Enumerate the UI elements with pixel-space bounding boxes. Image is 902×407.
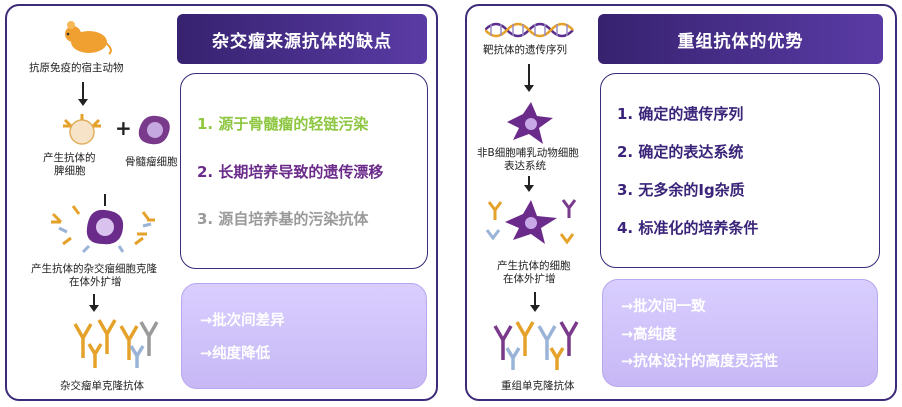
advantage-item-3: 3. 无多余的Ig杂质 xyxy=(617,181,745,199)
hybridoma-title: 杂交瘤来源抗体的缺点 xyxy=(177,14,427,64)
drawback-item-2: 2. 长期培养导致的遗传漂移 xyxy=(197,162,384,181)
gene-sequence-caption: 靶抗体的遗传序列 xyxy=(483,44,567,56)
hybridoma-consequences: →批次间差异 →纯度降低 xyxy=(181,283,427,389)
expression-caption-1: 非B细胞哺乳动物细胞 xyxy=(477,147,579,159)
arrow-down xyxy=(89,294,99,312)
hybridoma-drawbacks-list: 1. 源于骨髓瘤的轻链污染 2. 长期培养导致的遗传漂移 3. 源自培养基的污染… xyxy=(180,73,428,269)
advantage-item-2: 2. 确定的表达系统 xyxy=(617,143,744,161)
hybridoma-panel: 杂交瘤来源抗体的缺点 抗原免疫的宿主动物 + 产生抗体的 脾细胞 骨髓瘤细胞 产… xyxy=(5,4,438,401)
plus-sign: + xyxy=(115,116,132,140)
antibody-producing-cell-icon xyxy=(485,199,577,245)
arrow-down xyxy=(78,82,88,106)
arrow-down xyxy=(524,176,534,192)
recombinant-advantages-list: 1. 确定的遗传序列 2. 确定的表达系统 3. 无多余的Ig杂质 4. 标准化… xyxy=(600,73,880,268)
recombinant-benefits: →批次间一致 →高纯度 →抗体设计的高度灵活性 xyxy=(602,279,878,387)
consequence-item-1: →批次间差异 xyxy=(200,313,285,330)
arrow-down xyxy=(524,64,534,92)
hybridoma-caption-1: 产生抗体的杂交瘤细胞克隆 xyxy=(31,263,157,275)
recombinant-title: 重组抗体的优势 xyxy=(598,14,883,64)
mouse-icon xyxy=(65,21,112,55)
consequence-item-2: →纯度降低 xyxy=(200,345,271,362)
expression-caption-2: 表达系统 xyxy=(504,160,546,172)
hybridoma-cell-icon xyxy=(51,194,155,254)
drawback-item-3: 3. 源自培养基的污染抗体 xyxy=(197,210,369,229)
advantage-item-1: 1. 确定的遗传序列 xyxy=(617,105,744,123)
host-animal-caption: 抗原免疫的宿主动物 xyxy=(29,62,124,74)
recombinant-panel: 重组抗体的优势 靶抗体的遗传序列 非B细胞哺乳动物细胞 表达系统 产生抗体的细胞… xyxy=(465,4,897,401)
hybridoma-mab-caption: 杂交瘤单克隆抗体 xyxy=(60,380,144,392)
recombinant-mab-caption: 重组单克隆抗体 xyxy=(501,380,575,392)
hybridoma-antibodies-icon xyxy=(73,319,159,368)
spleen-cell-caption-1: 产生抗体的 xyxy=(43,152,96,164)
myeloma-caption: 骨髓瘤细胞 xyxy=(125,156,178,168)
cell-caption-1: 产生抗体的细胞 xyxy=(497,260,571,272)
spleen-cell-caption-2: 脾细胞 xyxy=(54,165,86,177)
recombinant-antibodies-icon xyxy=(493,321,579,370)
dna-icon xyxy=(485,22,574,38)
benefit-item-2: →高纯度 xyxy=(621,326,677,343)
drawback-item-1: 1. 源于骨髓瘤的轻链污染 xyxy=(197,114,369,133)
advantage-item-4: 4. 标准化的培养条件 xyxy=(617,219,759,237)
benefit-item-3: →抗体设计的高度灵活性 xyxy=(621,354,779,371)
spleen-cell-icon xyxy=(63,114,101,145)
hybridoma-caption-2: 在体外扩增 xyxy=(69,276,122,288)
arrow-down xyxy=(530,292,540,312)
myeloma-cell-icon xyxy=(138,115,170,145)
cell-caption-2: 在体外扩增 xyxy=(503,273,556,285)
benefit-item-1: →批次间一致 xyxy=(621,298,706,315)
expression-cell-icon xyxy=(507,102,553,144)
